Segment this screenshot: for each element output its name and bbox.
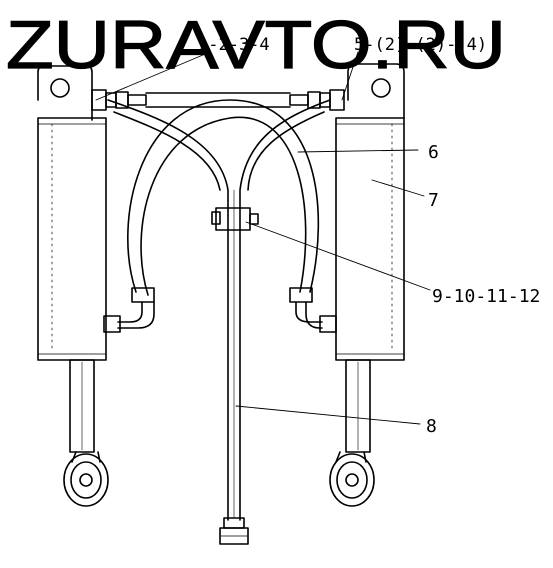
callout-1-2-3-4: 1-2-3-4: [198, 35, 270, 55]
curved-hoses: [103, 99, 337, 333]
callout-5: 5-(2)-(2)-(4): [354, 35, 487, 55]
callout-8: 8: [426, 416, 437, 437]
right-cylinder: [329, 63, 405, 507]
y-pipe: [107, 99, 331, 521]
leader-9-10-11-12: [245, 221, 431, 291]
top-fittings: [91, 89, 345, 111]
callout-7: 7: [428, 190, 439, 211]
leader-1-2-3-4: [95, 51, 211, 101]
callout-9-10-11-12: 9-10-11-12: [432, 286, 540, 307]
clamp-assembly: [211, 207, 259, 231]
leader-8: [235, 405, 421, 425]
leader-6: [297, 149, 419, 153]
left-cylinder: [37, 65, 109, 507]
watermark-text: ZURAVTO.RU: [6, 7, 506, 83]
leader-7: [371, 179, 425, 197]
leader-lines: [95, 51, 431, 425]
callout-6: 6: [428, 142, 439, 163]
leader-5: [341, 51, 359, 101]
bottom-fitting: [219, 517, 249, 545]
